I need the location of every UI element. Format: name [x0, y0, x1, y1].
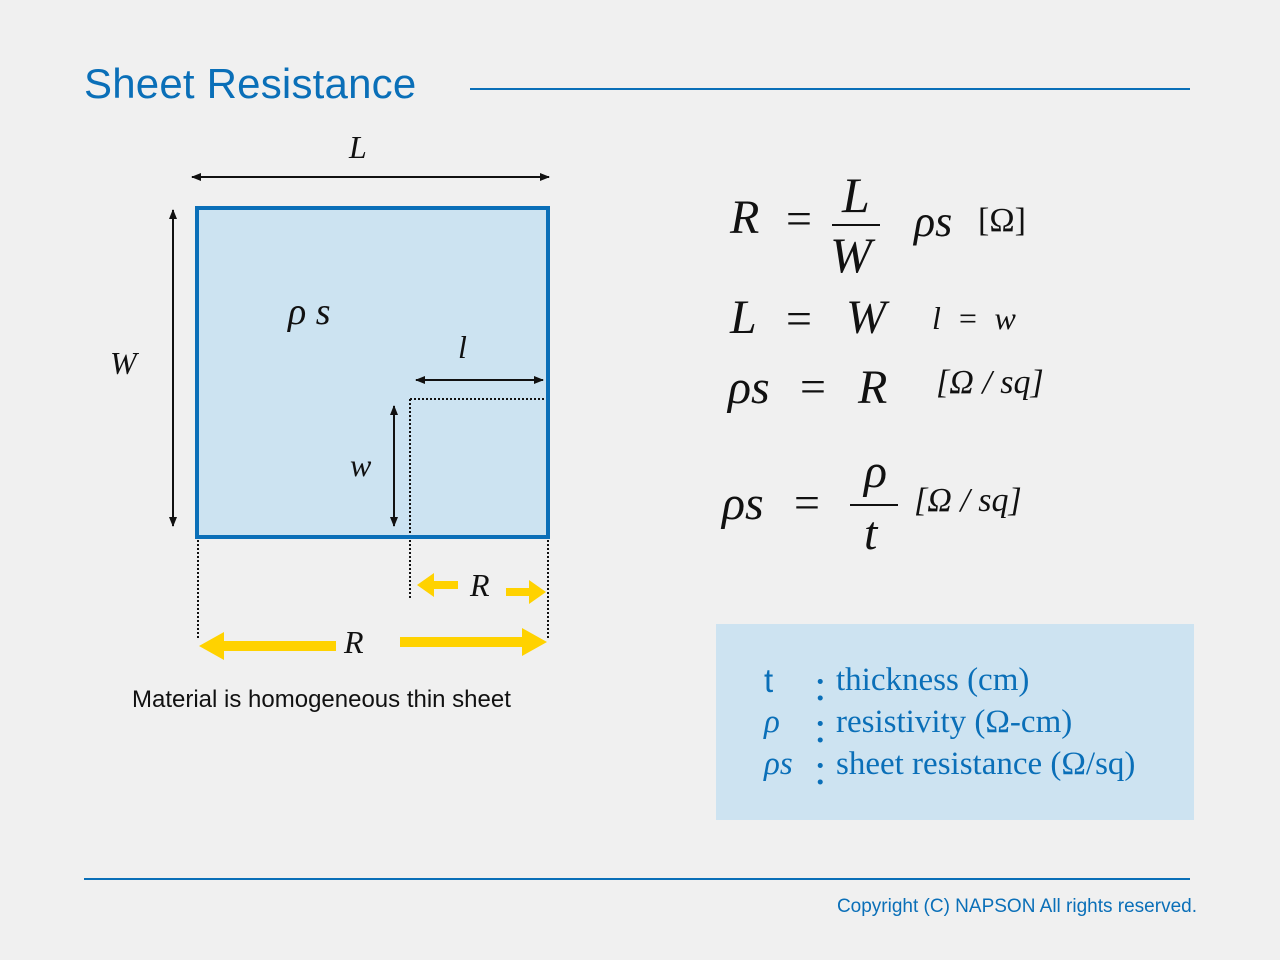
- eq1-lhs: R: [730, 191, 760, 244]
- legend-description: sheet resistance (Ω/sq): [836, 746, 1136, 782]
- label-l: l: [458, 329, 467, 365]
- large-R-arrow-left: [199, 632, 336, 660]
- legend-colon: ：: [812, 756, 845, 792]
- eq1-numerator: L: [842, 167, 870, 223]
- eq1-denominator: W: [830, 227, 872, 283]
- label-R-large: R: [343, 624, 364, 660]
- eq2-equals: =: [786, 293, 812, 344]
- eq4-equals: =: [794, 477, 820, 528]
- small-R-arrow-left: [417, 573, 458, 597]
- eq4-lhs: ρs: [722, 477, 764, 530]
- eq1-equals: =: [786, 193, 812, 244]
- diagram-caption: Material is homogeneous thin sheet: [132, 686, 511, 713]
- label-W: W: [110, 345, 140, 381]
- legend-description: resistivity (Ω-cm): [836, 704, 1073, 740]
- eq2-extra: l = w: [932, 300, 1016, 336]
- eq4-numerator: ρ: [864, 445, 888, 498]
- legend-colon: ：: [812, 672, 845, 708]
- small-R-arrow-right: [506, 580, 546, 604]
- legend-box: t ： thickness (cm) ρ ： resistivity (Ω-cm…: [716, 624, 1194, 820]
- footer-divider: [84, 878, 1190, 880]
- label-w: w: [350, 447, 372, 483]
- label-R-small: R: [469, 567, 490, 603]
- legend-description: thickness (cm): [836, 662, 1030, 698]
- eq4-unit: [Ω / sq]: [914, 482, 1022, 519]
- copyright-notice: Copyright (C) NAPSON All rights reserved…: [836, 896, 1197, 917]
- title-divider: [470, 88, 1190, 90]
- eq4-fraction-bar: [850, 504, 898, 506]
- sheet-square: [195, 206, 550, 539]
- eq2-rhs: W: [846, 291, 886, 344]
- page-title: Sheet Resistance: [84, 60, 417, 107]
- large-R-arrow-right: [400, 628, 547, 656]
- legend-symbol: ρ: [764, 704, 780, 740]
- eq1-unit: [Ω]: [978, 202, 1026, 239]
- eq3-lhs: ρs: [728, 361, 770, 414]
- legend-symbol: t: [764, 662, 774, 699]
- eq3-rhs: R: [858, 361, 888, 414]
- eq1-factor: ρs: [914, 197, 953, 246]
- legend-colon: ：: [812, 714, 845, 750]
- eq3-equals: =: [800, 361, 826, 412]
- legend-symbol: ρs: [764, 746, 793, 782]
- eq2-lhs: L: [730, 291, 757, 344]
- eq1-fraction-bar: [832, 224, 880, 226]
- eq4-denominator: t: [864, 507, 878, 560]
- label-L: L: [348, 129, 367, 165]
- eq3-unit: [Ω / sq]: [936, 364, 1044, 401]
- label-rho-s: ρ s: [287, 291, 331, 333]
